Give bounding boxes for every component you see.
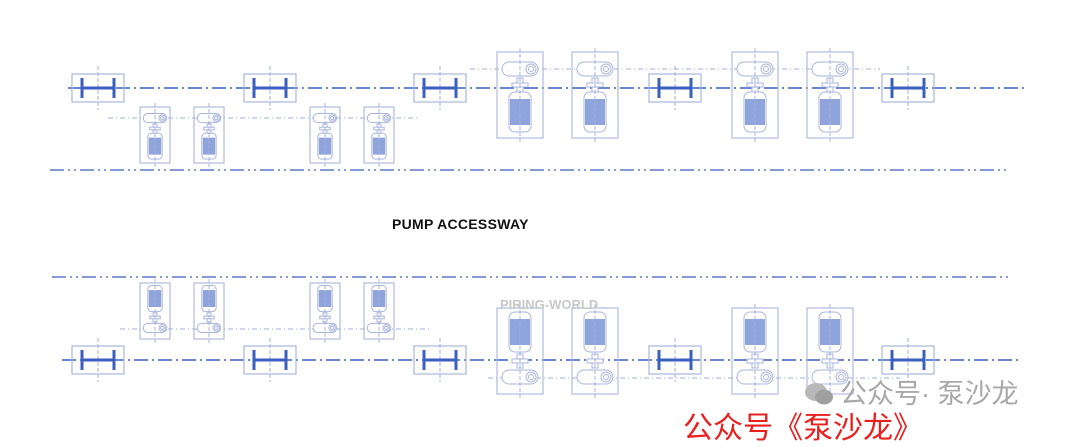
- pump-accessway-label: PUMP ACCESSWAY: [392, 216, 529, 232]
- pump-nozzle: [212, 114, 220, 122]
- pump: [731, 48, 779, 142]
- pump-nozzle: [603, 374, 609, 380]
- red-watermark: 公众号《泵沙龙》: [683, 412, 923, 445]
- pump-nozzle: [212, 324, 220, 332]
- pump-nozzle: [838, 374, 844, 380]
- pump-nozzle: [384, 325, 389, 331]
- pump: [496, 48, 544, 142]
- pump: [571, 48, 619, 142]
- rack-column: [413, 338, 467, 382]
- pump-nozzle: [760, 63, 772, 75]
- rack-column: [881, 66, 935, 110]
- rack-column: [243, 66, 297, 110]
- pump: [193, 279, 225, 343]
- pump-nozzle: [382, 324, 390, 332]
- pump-nozzle: [214, 325, 219, 331]
- pump-nozzle: [158, 114, 166, 122]
- pump: [496, 304, 544, 398]
- pump-nozzle: [384, 115, 389, 121]
- pump: [363, 103, 395, 167]
- pump-nozzle: [600, 371, 612, 383]
- pump-nozzle: [760, 371, 772, 383]
- pump-nozzle: [603, 66, 609, 72]
- pump: [193, 103, 225, 167]
- pump-nozzle: [763, 374, 769, 380]
- wechat-icon: [805, 383, 833, 405]
- pump: [309, 103, 341, 167]
- rack-column: [648, 66, 702, 110]
- rack-column: [648, 338, 702, 382]
- pump-nozzle: [835, 371, 847, 383]
- pump-nozzle: [528, 374, 534, 380]
- pump-nozzle: [330, 115, 335, 121]
- pump-nozzle: [838, 66, 844, 72]
- pump-nozzle: [158, 324, 166, 332]
- pump-nozzle: [525, 371, 537, 383]
- rack-column: [881, 338, 935, 382]
- pump: [363, 279, 395, 343]
- pump-nozzle: [382, 114, 390, 122]
- pump-nozzle: [835, 63, 847, 75]
- rack-column: [71, 338, 125, 382]
- pump-nozzle: [328, 324, 336, 332]
- pump-nozzle: [600, 63, 612, 75]
- pump-nozzle: [525, 63, 537, 75]
- pump: [139, 279, 171, 343]
- rack-column: [243, 338, 297, 382]
- wechat-watermark: 公众号· 泵沙龙: [840, 379, 1019, 409]
- pump: [571, 304, 619, 398]
- pump-nozzle: [763, 66, 769, 72]
- pump-nozzle: [214, 115, 219, 121]
- pump: [309, 279, 341, 343]
- rack-column: [71, 66, 125, 110]
- pump-nozzle: [160, 115, 165, 121]
- pump: [139, 103, 171, 167]
- pump: [731, 304, 779, 398]
- pump-nozzle: [528, 66, 534, 72]
- pump-nozzle: [160, 325, 165, 331]
- pump: [806, 48, 854, 142]
- rack-column: [413, 66, 467, 110]
- piping-world-watermark: PIRING-WORLD: [500, 297, 599, 312]
- pump-nozzle: [330, 325, 335, 331]
- pump-nozzle: [328, 114, 336, 122]
